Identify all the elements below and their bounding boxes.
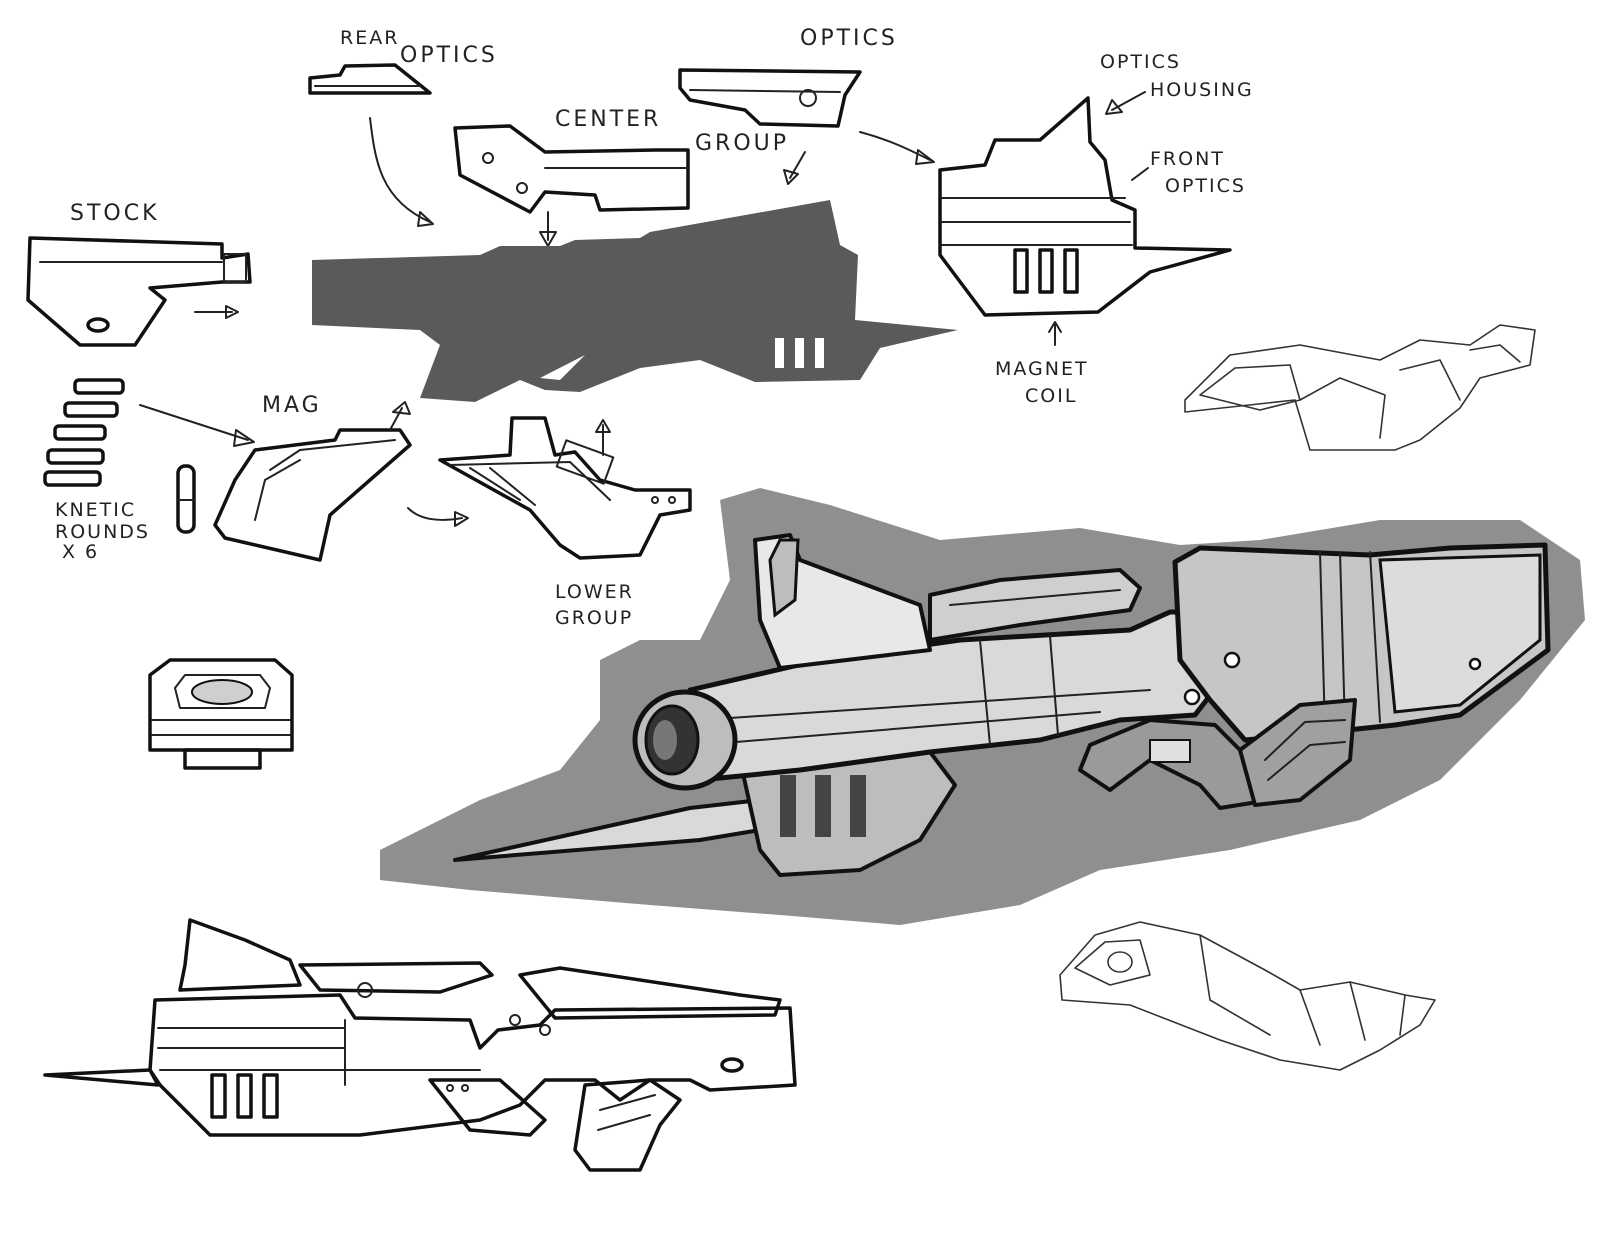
arrow-center-group xyxy=(789,151,806,179)
label-mag: MAG xyxy=(262,393,322,418)
label-optics: OPTICS xyxy=(800,26,898,51)
front-view-sketch xyxy=(148,658,294,770)
center-group-sketch xyxy=(453,124,690,214)
stock-sketch xyxy=(26,236,252,347)
main-render xyxy=(453,533,1551,877)
arrow-rounds xyxy=(139,404,249,441)
label-optics-housing-2: HOUSING xyxy=(1150,79,1254,101)
label-kinetic-1: KNETIC xyxy=(55,499,136,521)
arrow-lower-group xyxy=(407,507,463,521)
label-lower-group-2: GROUP xyxy=(555,607,633,629)
label-kinetic-3: X 6 xyxy=(62,541,99,563)
assembled-side-view xyxy=(43,918,797,1172)
label-magnet-coil-2: COIL xyxy=(1025,385,1077,407)
optics-housing-sketch xyxy=(938,96,1232,317)
label-optics-housing-1: OPTICS xyxy=(1100,51,1181,73)
label-center-group-2: GROUP xyxy=(695,131,789,156)
perspective-sketch-bottom xyxy=(1059,921,1436,1071)
label-front-optics-1: FRONT xyxy=(1150,148,1225,170)
weapon-silhouette xyxy=(312,200,958,402)
mag-sketch xyxy=(213,428,412,562)
label-lower-group-1: LOWER xyxy=(555,581,634,603)
rear-optics-sketch xyxy=(308,63,432,95)
label-center-group-1: CENTER xyxy=(555,107,661,132)
label-rear-optics-2: OPTICS xyxy=(400,43,498,68)
label-magnet-coil-1: MAGNET xyxy=(995,358,1089,380)
label-stock: STOCK xyxy=(70,201,160,226)
arrow-optics xyxy=(859,131,931,161)
kinetic-rounds-sketch xyxy=(43,378,196,534)
label-kinetic-2: ROUNDS xyxy=(55,521,150,543)
perspective-sketch-top xyxy=(1184,324,1536,451)
label-front-optics-2: OPTICS xyxy=(1165,175,1246,197)
optics-sketch xyxy=(678,68,862,128)
label-rear-optics-1: REAR xyxy=(340,27,399,49)
arrow-front-optics xyxy=(1131,167,1149,181)
arrow-mag xyxy=(389,407,403,431)
arrow-rear-optics xyxy=(369,117,431,223)
lower-group-sketch xyxy=(438,416,692,560)
